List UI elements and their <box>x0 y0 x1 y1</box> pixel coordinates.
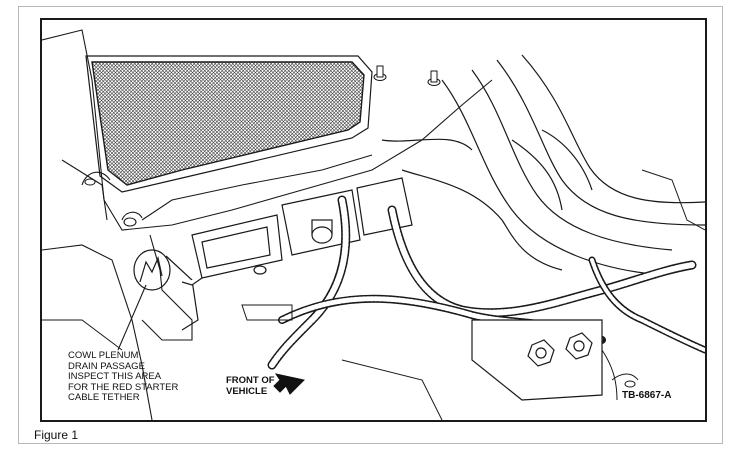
callout-cowl-plenum: COWL PLENUM DRAIN PASSAGE INSPECT THIS A… <box>68 350 179 403</box>
cowl-body <box>42 29 493 420</box>
figure-caption: Figure 1 <box>34 428 79 442</box>
reference-code: TB-6867-A <box>622 390 672 401</box>
connector-block <box>181 177 413 286</box>
callout-leader-line <box>117 284 147 351</box>
hoses <box>381 54 705 276</box>
cowl-grille-mesh <box>91 61 365 186</box>
drain-passage <box>133 249 199 331</box>
figure-outer-frame <box>18 6 723 444</box>
front-of-vehicle-label: FRONT OF VEHICLE <box>226 375 275 397</box>
bracket-bolts <box>471 319 603 401</box>
front-direction-arrow <box>273 373 306 395</box>
figure-panel: COWL PLENUM DRAIN PASSAGE INSPECT THIS A… <box>40 18 707 422</box>
mounting-studs <box>84 65 441 186</box>
engine-compartment-illustration <box>42 29 705 420</box>
